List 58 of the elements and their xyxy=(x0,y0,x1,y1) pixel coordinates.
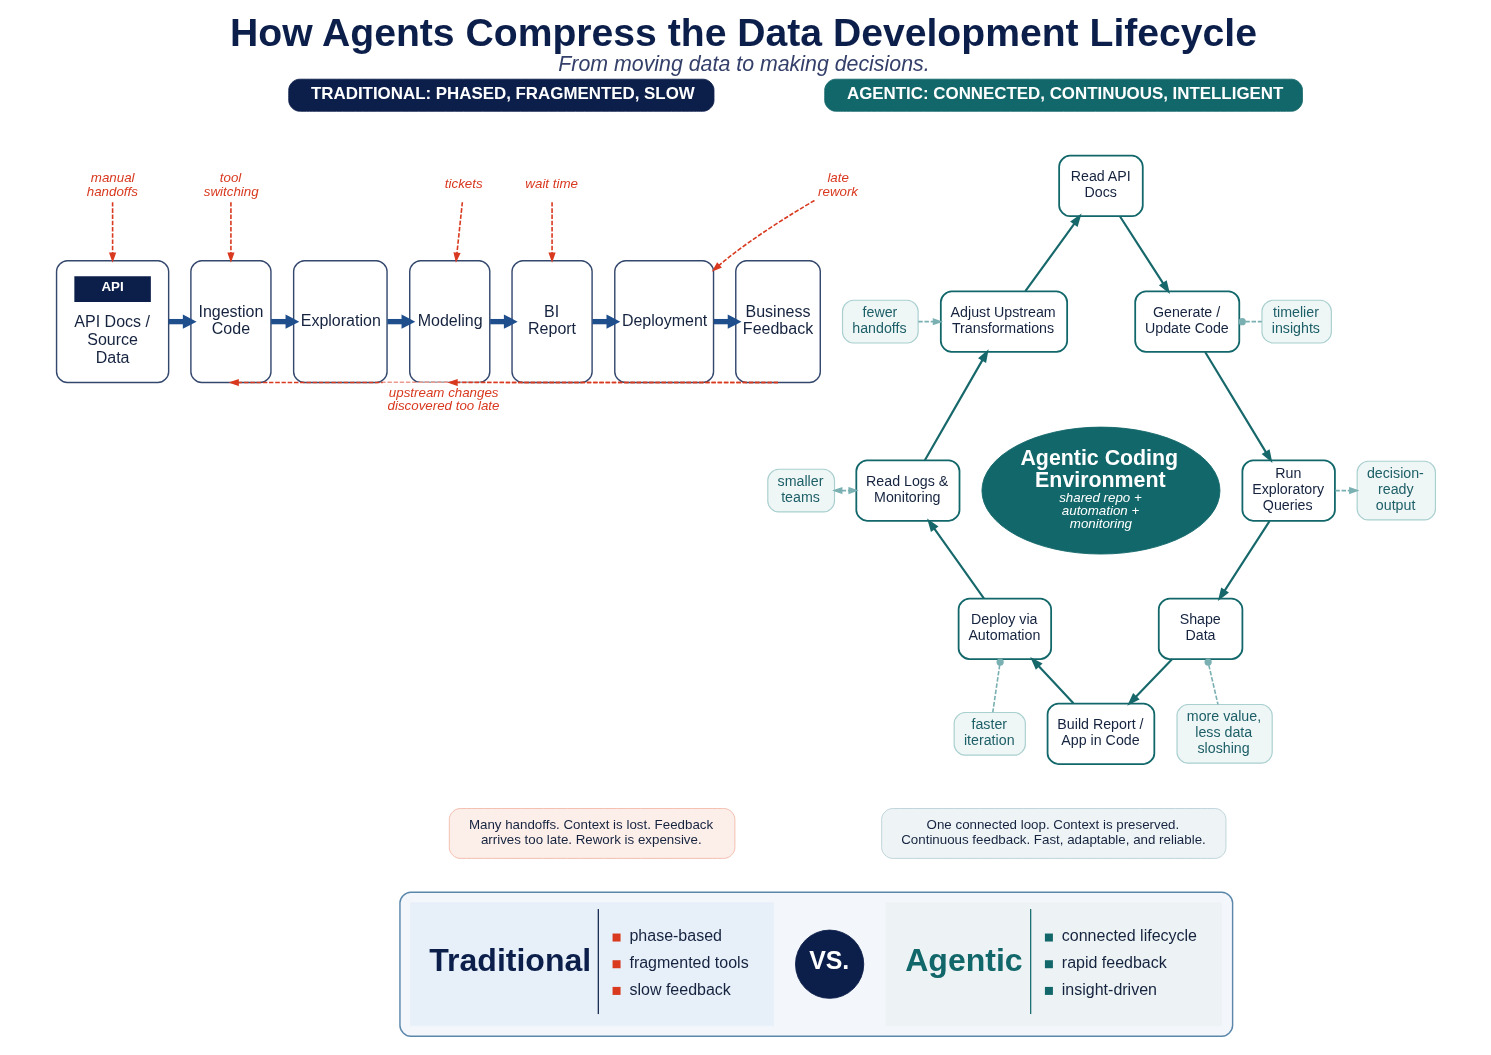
node-box: Adjust Upstream Transformations xyxy=(939,290,1068,353)
node-box: Modeling xyxy=(408,260,490,384)
node-box: BI Report xyxy=(510,260,593,384)
connector xyxy=(1203,658,1219,706)
node-box: Ingestion Code xyxy=(189,260,272,384)
arrow xyxy=(1024,213,1082,292)
edge-label: upstream changes discovered too late xyxy=(387,384,499,414)
node-text: tickets xyxy=(444,176,483,192)
cluster xyxy=(398,891,1233,1037)
node-box: Agentic connected lifecycle rapid feedback insight-driven xyxy=(885,902,1222,1027)
node-box: more value, less data sloshing xyxy=(1175,703,1273,764)
node-box: decision-ready output xyxy=(1356,460,1436,521)
node-text: late rework xyxy=(817,170,858,199)
arrow xyxy=(1203,351,1272,463)
arrow xyxy=(446,378,779,387)
arrow xyxy=(923,349,989,461)
arrow xyxy=(1217,520,1270,602)
node-box: Build Report / App in Code xyxy=(1046,702,1155,765)
node-box: API API Docs / Source Data xyxy=(55,260,169,384)
arrow xyxy=(926,518,985,599)
node-box: Many handoffs. Context is lost. Feedback arrives too late. Rework is expensive. xyxy=(448,808,735,859)
node-circle: VS. xyxy=(794,929,864,999)
arrow xyxy=(831,486,859,495)
node-box: faster iteration xyxy=(953,711,1026,756)
arrow xyxy=(452,201,463,263)
node-box: smaller teams xyxy=(766,468,835,513)
arrow xyxy=(1029,656,1074,705)
node-box: fewer handoffs xyxy=(841,299,919,344)
arrow xyxy=(1334,486,1359,495)
node-text: manual handoffs xyxy=(86,170,138,199)
diagram-title: How Agents Compress the Data Development Lifecycle xyxy=(229,10,1257,54)
node-box: TRADITIONAL: PHASED, FRAGMENTED, SLOW xyxy=(287,78,714,112)
node-text: wait time xyxy=(524,176,578,192)
connector xyxy=(991,658,1004,713)
arrow xyxy=(226,201,235,263)
node-box: Shape Data xyxy=(1157,597,1243,660)
node-box: AGENTIC: CONNECTED, CONTINUOUS, INTELLIGENT xyxy=(823,78,1303,112)
node-text: tool switching xyxy=(203,170,259,199)
arrow xyxy=(1118,215,1170,294)
node-box: Traditional phase-based fragmented tools slow feedback xyxy=(409,902,774,1027)
node-box: Read Logs & Monitoring xyxy=(854,459,960,522)
node-box: Business Feedback xyxy=(734,260,821,384)
node-box: Exploration xyxy=(292,260,388,384)
connector xyxy=(1238,317,1263,326)
arrow xyxy=(916,318,943,326)
node-box: Generate / Update Code xyxy=(1133,290,1240,353)
node-box: Run Exploratory Queries xyxy=(1241,459,1336,522)
arrow xyxy=(547,201,556,263)
node-box: Read API Docs xyxy=(1057,154,1144,218)
node-box: Deploy via Automation xyxy=(957,597,1052,660)
node-box: Deployment xyxy=(613,260,714,384)
arrow xyxy=(711,199,815,272)
arrow xyxy=(108,201,116,263)
node-box: One connected loop. Context is preserved. Continuous feedback. Fast, adaptable, and reliable. xyxy=(880,808,1226,859)
arrow xyxy=(228,378,779,387)
node-box: timelier insights xyxy=(1260,299,1332,344)
node-ellipse: Agentic Coding Environment shared repo + automation + monitoring xyxy=(981,426,1220,555)
arrow xyxy=(1126,658,1173,706)
